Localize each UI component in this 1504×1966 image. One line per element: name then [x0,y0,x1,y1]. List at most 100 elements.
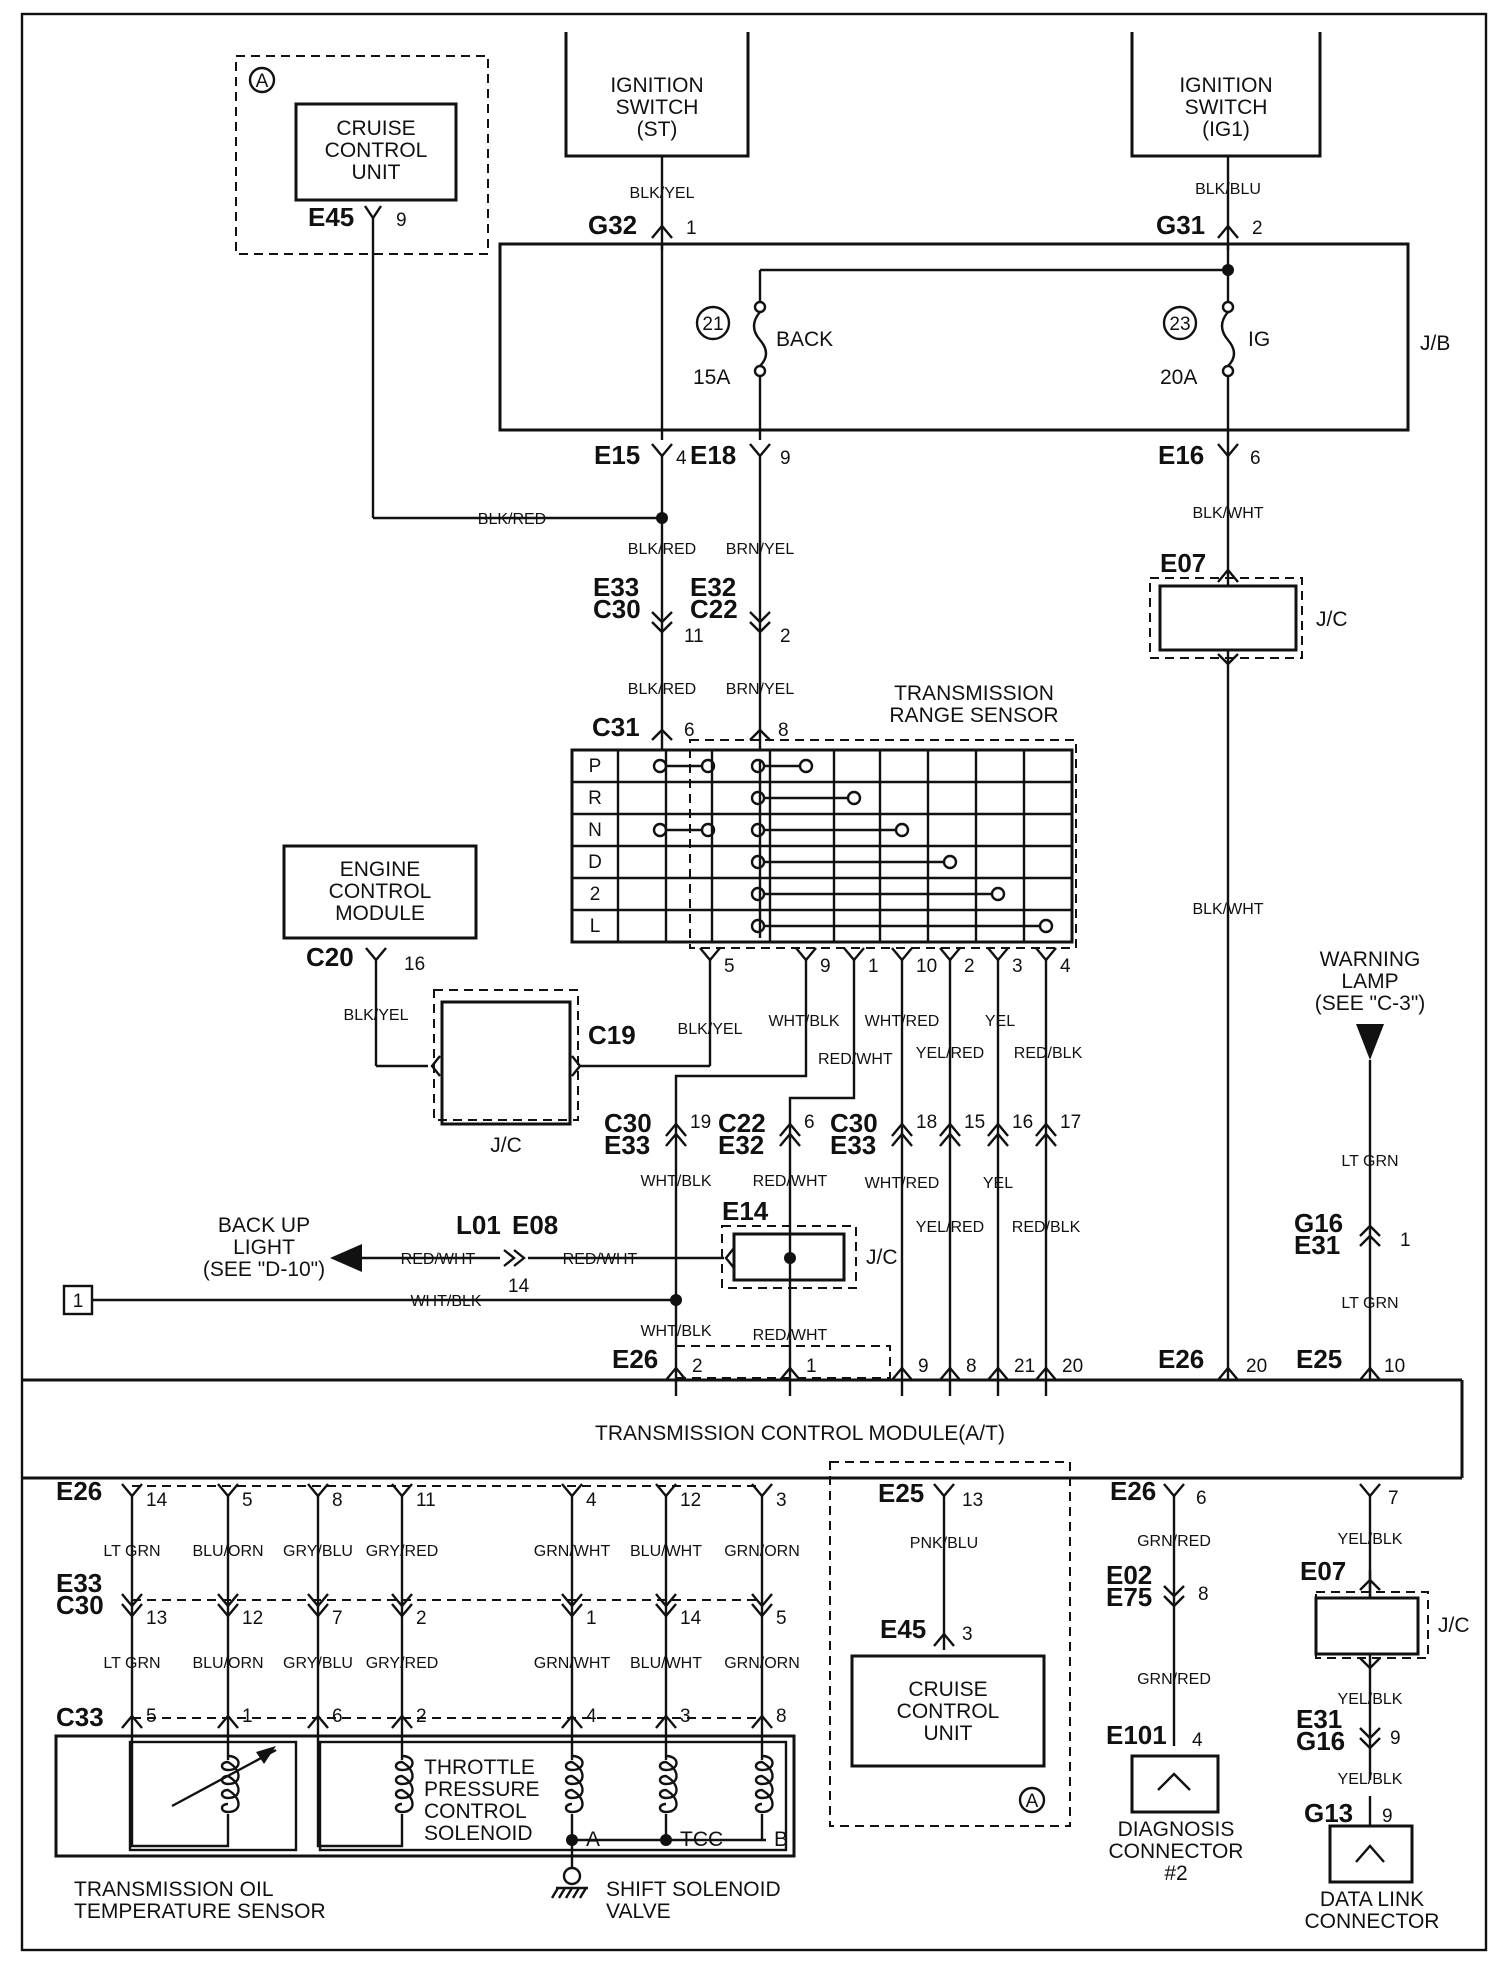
splice-jb [1222,264,1234,276]
diagram-frame [20,12,1488,1952]
conn-e08: E08 [512,1210,558,1240]
trs-contact [750,790,766,806]
conn-c22-m: C22 [718,1108,766,1138]
conn-c33: C33 [56,1702,104,1732]
fuse23-circle [1162,305,1198,341]
solenoid-box [318,1740,788,1852]
pin-mark [561,1483,583,1498]
label-red-blk-1: RED/BLK [1014,1045,1083,1062]
label-gry_red-2: GRY/RED [366,1655,439,1672]
pin-mark [939,1132,961,1147]
coil-oil-temp [220,1754,240,1814]
label-red-wht-low: RED/WHT [753,1327,828,1344]
pin-mark [751,1593,773,1608]
ssv-l2: VALVE [606,1900,671,1923]
label-yel-m: YEL [983,1175,1013,1192]
pin-8: 8 [778,720,789,741]
jc-c19-dash [433,989,579,1121]
c33-pin-3: 3 [680,1706,691,1727]
trs-wires: WHT/BLKRED/WHTWHT/REDYEL/REDYELRED/BLKC3… [604,960,1083,1396]
ign-ig1-l1: IGNITION [1179,74,1272,97]
label-lt_grn-2: LT GRN [103,1655,160,1672]
pin-mark [749,728,771,741]
ground-hatch-line [578,1887,588,1899]
trs-pin-10: 10 [916,956,937,977]
pin-6: 6 [684,720,695,741]
conn-g13: G13 [1304,1798,1353,1828]
fuse21-end2 [753,364,767,378]
conn-g16-a: G16 [1294,1208,1343,1238]
jc-e14-dash [721,1225,857,1289]
ecm-l2: CONTROL [329,880,432,903]
conn-c22-a: C22 [690,594,738,624]
tcm-label: TRANSMISSION CONTROL MODULE(A/T) [595,1422,1005,1445]
pin-9-g16: 9 [1390,1728,1401,1749]
label-grn_wht-1: GRN/WHT [534,1543,611,1560]
c33-pin-6: 6 [332,1706,343,1727]
conn-e25-bot: E25 [878,1478,924,1508]
ecm-l3: MODULE [335,902,425,925]
e26-bot-pin-14: 14 [146,1490,168,1511]
ground-circle [562,1866,582,1886]
pin-mark [939,947,961,962]
pin-4-e15: 4 [676,448,687,469]
trs-contact [700,822,716,838]
trs-gear-2: 2 [590,884,601,905]
label-blk-yel-top: BLK/YEL [630,185,695,202]
fuse23-name: IG [1248,328,1270,351]
jc-label-e14: J/C [866,1246,898,1269]
conn-e33-m1: E33 [604,1130,650,1160]
conn-g32: G32 [588,210,637,240]
e26-pin-1: 1 [806,1356,817,1377]
label-blk-yel-2: BLK/YEL [344,1007,409,1024]
e26-bot-pin-8: 8 [332,1490,343,1511]
label-grn_orn-2: GRN/ORN [724,1655,800,1672]
pin-mark [1359,1727,1381,1740]
label-blu_orn-1: BLU/ORN [192,1543,263,1560]
fuse23-end [1221,300,1235,314]
e33-bot-pin-1: 1 [586,1608,597,1629]
conn-e33-a: E33 [593,572,639,602]
splice-sq [670,1294,682,1306]
conn-e45-bot: E45 [880,1614,926,1644]
trs-contact [652,822,668,838]
conn-e07-b: E07 [1300,1556,1346,1586]
cruise-bot-l3: UNIT [924,1722,973,1745]
fuse21 [752,311,768,367]
pin-mark [217,1714,239,1729]
pin-mark [513,1249,526,1267]
pin-mark [1359,1578,1381,1591]
conn-l01: L01 [456,1210,501,1240]
pin-mark [939,1122,961,1137]
coil-tpcs [394,1754,414,1814]
e33-bot-pin-5: 5 [776,1608,787,1629]
conn-e31-b: E31 [1296,1704,1342,1734]
mid-pin-19: 19 [690,1112,711,1133]
dlc-l2: CONNECTOR [1305,1910,1440,1933]
label-grn_orn-1: GRN/ORN [724,1543,800,1560]
group-a-top [235,55,489,255]
ign-ig1-l2: SWITCH [1185,96,1268,119]
ssv-l1: SHIFT SOLENOID [606,1878,781,1901]
pin-mark [724,1247,735,1269]
circle-a-bottom [1018,1786,1046,1814]
splice-e14 [784,1252,796,1264]
diagnosis-connector [1130,1754,1220,1814]
label-wht-blk-trs: WHT/BLK [768,1013,839,1030]
pin-mark [665,1122,687,1137]
ign-st-l1: IGNITION [610,74,703,97]
pin-mark [1035,1132,1057,1147]
pin-mark [987,1132,1009,1147]
pin-mark [779,1122,801,1137]
cruise-bot-l1: CRUISE [908,1678,987,1701]
pin-mark [1359,1366,1381,1381]
pin-mark [1163,1595,1185,1608]
trs-contact [1038,918,1054,934]
conn-e45-top: E45 [308,202,354,232]
pin-mark [891,947,913,962]
trs-contact [750,758,766,774]
label-brn-yel-2: BRN/YEL [726,681,795,698]
label-blk-wht-2: BLK/WHT [1192,901,1263,918]
warning-lamp-arrow [1356,1024,1384,1060]
